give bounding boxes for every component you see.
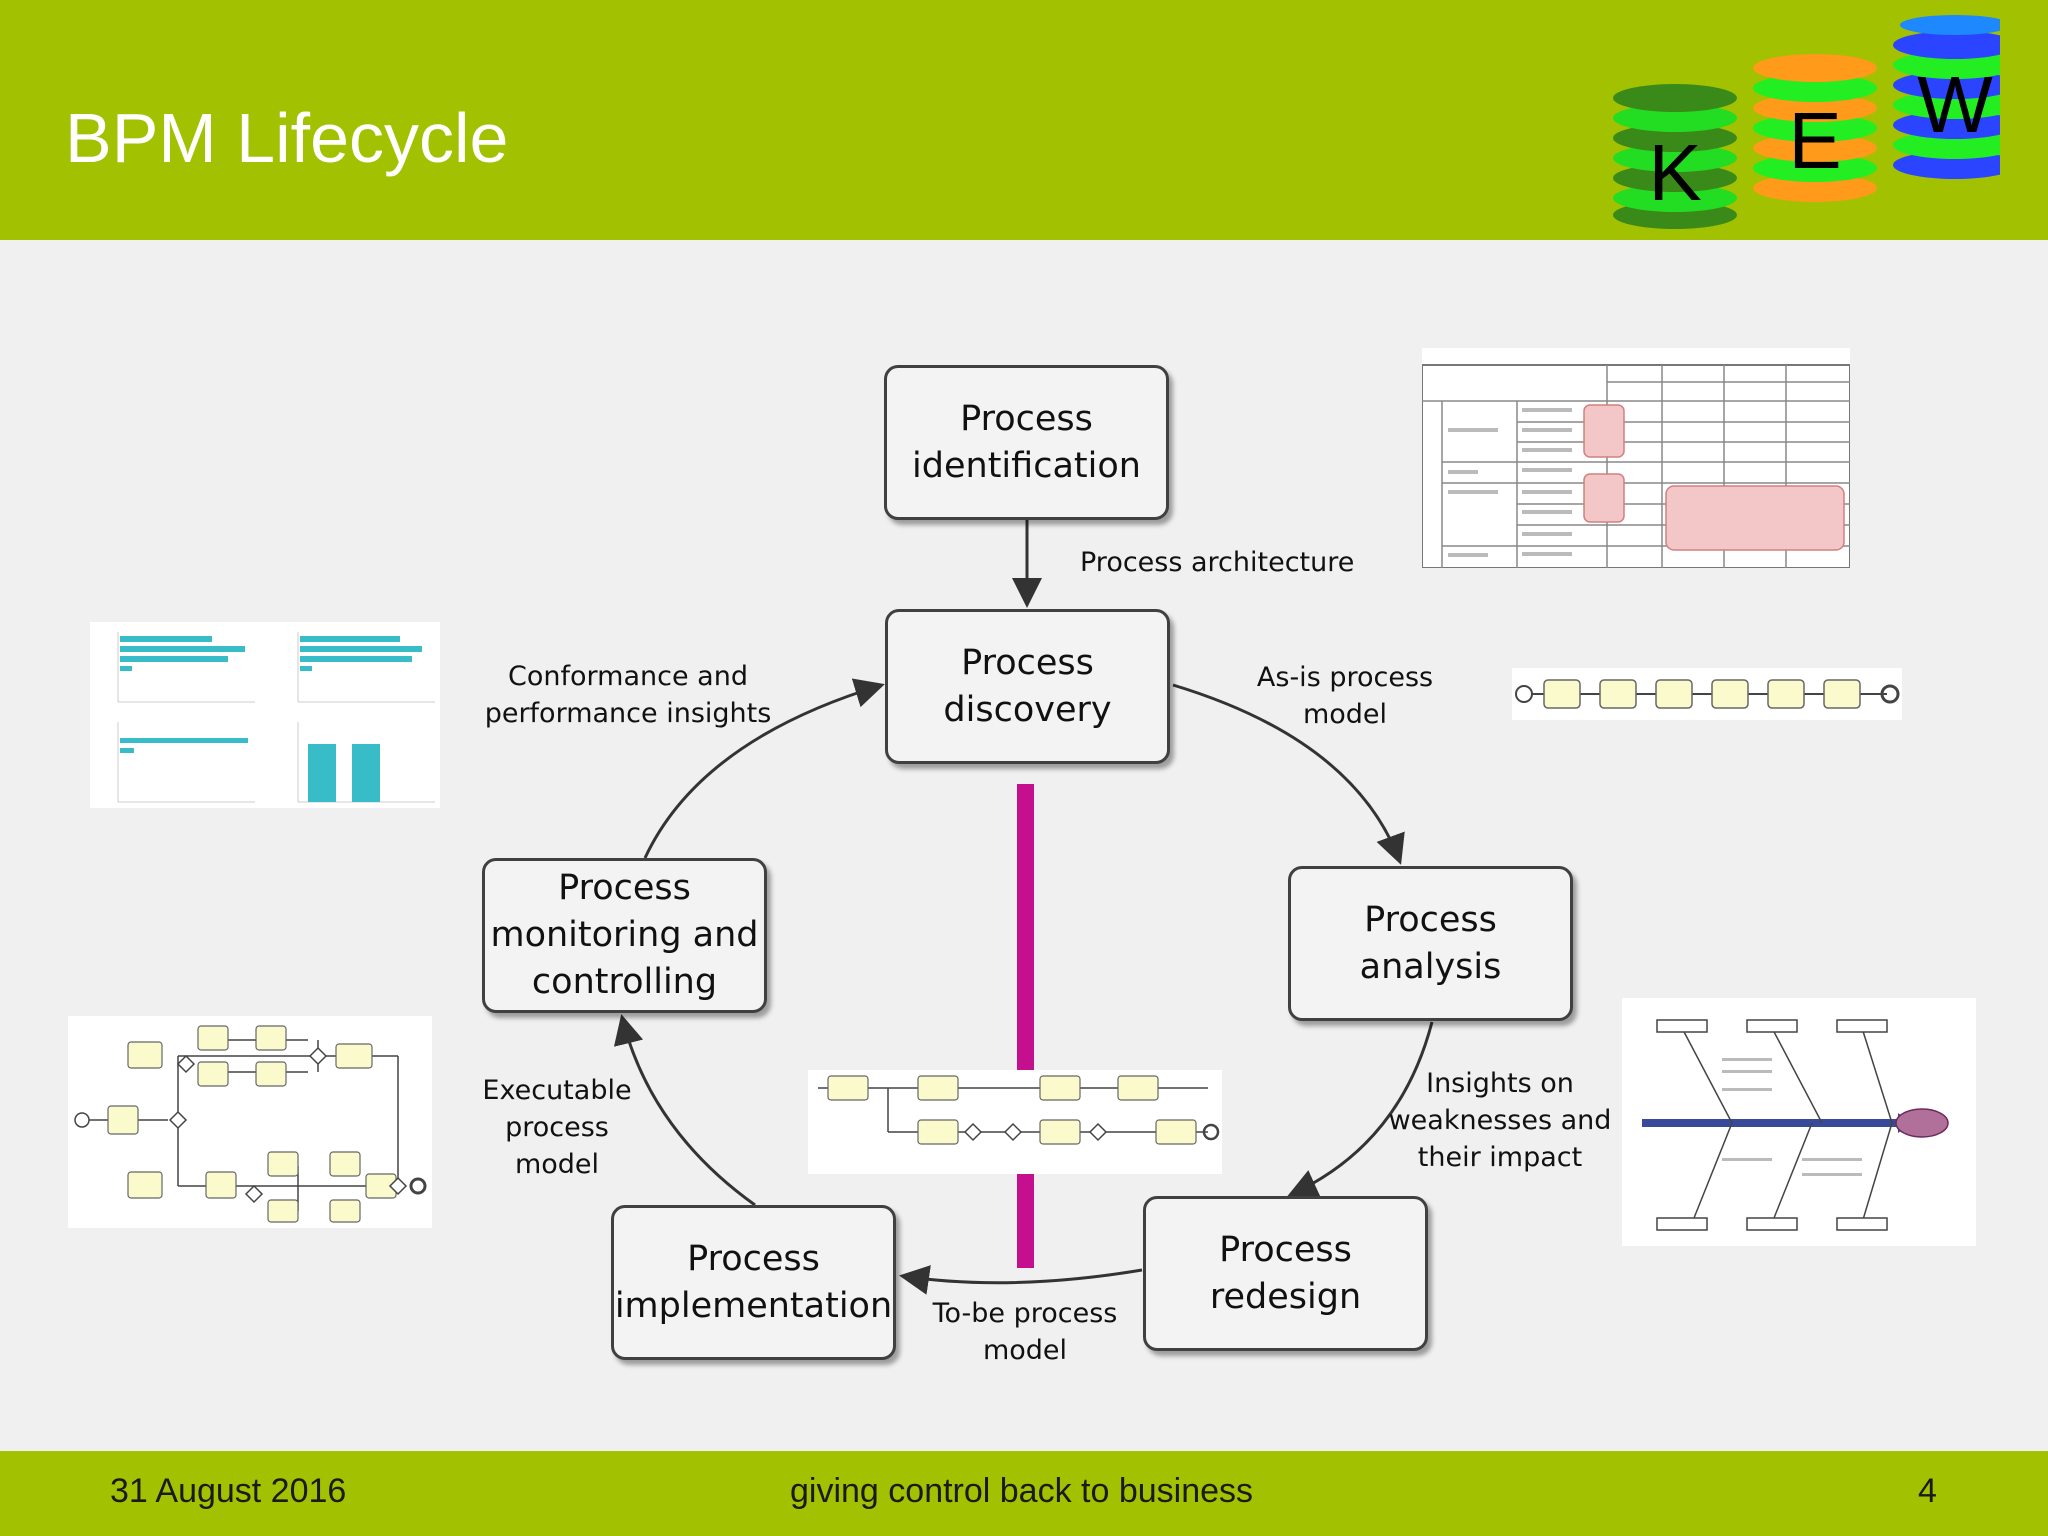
slide-title: BPM Lifecycle bbox=[65, 99, 509, 177]
kew-logo: K E W bbox=[1613, 15, 2000, 229]
logo-letter-w: W bbox=[1917, 60, 1993, 149]
arrow-implementation-to-monitoring bbox=[613, 1014, 756, 1207]
label-process-architecture: Process architecture bbox=[1080, 547, 1355, 578]
arrow-redesign-to-implementation bbox=[899, 1265, 1143, 1295]
arrow-discovery-to-analysis bbox=[1172, 683, 1405, 865]
logo-stack-w bbox=[1893, 15, 2000, 179]
as-is-process-model-thumbnail bbox=[1512, 668, 1902, 720]
cause-effect-diagram-thumbnail bbox=[1622, 998, 1976, 1246]
magenta-divider-bar bbox=[1017, 784, 1034, 1268]
arrow-analysis-to-redesign bbox=[1287, 1021, 1434, 1198]
logo-letter-e: E bbox=[1788, 96, 1841, 185]
logo-stack-k bbox=[1613, 84, 1737, 229]
footer-tagline: giving control back to business bbox=[790, 1472, 1254, 1510]
executable-bpmn-model-thumbnail bbox=[68, 1016, 432, 1228]
to-be-process-model-thumbnail bbox=[808, 1070, 1222, 1174]
logo-stack-e bbox=[1753, 54, 1877, 202]
performance-dashboard-thumbnail bbox=[90, 622, 440, 808]
process-architecture-matrix-thumbnail bbox=[1422, 348, 1850, 568]
arrow-monitoring-to-discovery bbox=[643, 678, 885, 859]
logo-letter-k: K bbox=[1648, 128, 1701, 217]
footer-bar bbox=[0, 1451, 2048, 1536]
footer-date: 31 August 2016 bbox=[110, 1472, 347, 1510]
page-number: 4 bbox=[1918, 1472, 1937, 1510]
